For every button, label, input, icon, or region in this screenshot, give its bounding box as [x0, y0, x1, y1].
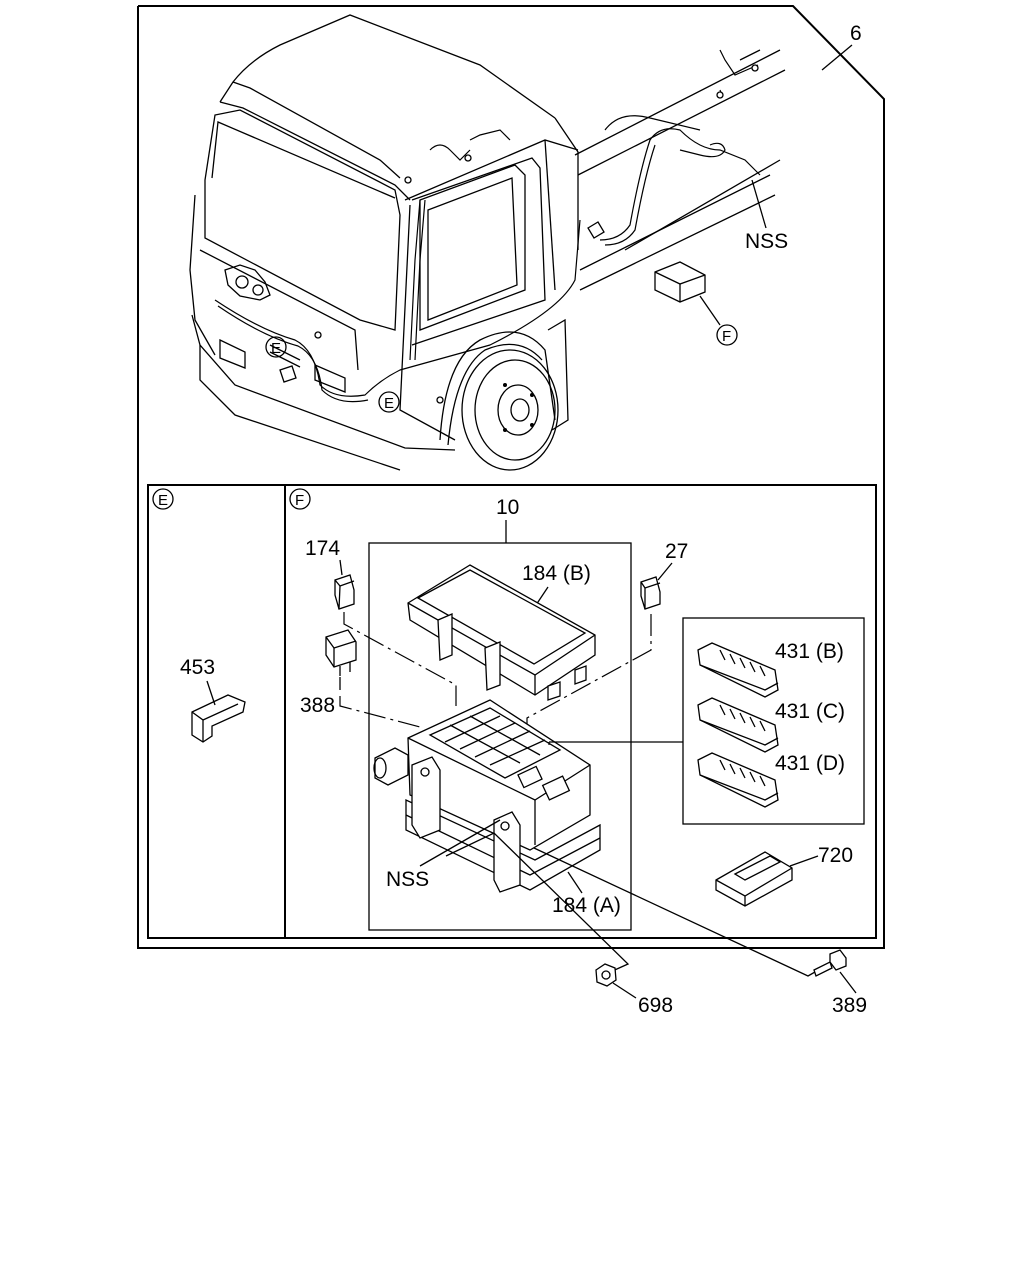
callout-431b-label: 431 (B) — [775, 640, 844, 663]
ref-marker-e-1-label: E — [271, 340, 281, 357]
connector-431c: 431 (C) — [697, 697, 845, 753]
nss-bottom-label: NSS — [386, 868, 429, 891]
outer-frame — [137, 5, 885, 949]
callout-10-label: 10 — [496, 496, 519, 519]
callout-388-label: 388 — [300, 694, 335, 717]
callout-184b-label: 184 (B) — [522, 562, 591, 585]
callout-6-label: 6 — [850, 22, 862, 45]
box-assembly-outline — [368, 542, 632, 931]
callout-184a-label: 184 (A) — [552, 894, 621, 917]
ref-marker-e-2-label: E — [384, 395, 394, 412]
ref-marker-f-label: F — [722, 328, 731, 345]
clip-453: 453 — [180, 656, 246, 743]
callout-720-label: 720 — [818, 844, 853, 867]
view-e-marker: E — [158, 492, 168, 509]
callout-174-label: 174 — [305, 537, 340, 560]
view-f-marker: F — [295, 492, 304, 509]
nss-top-label: NSS — [745, 230, 788, 253]
fuse-27: 27 — [640, 540, 688, 610]
callout-27-label: 27 — [665, 540, 688, 563]
callout-431c-label: 431 (C) — [775, 700, 845, 723]
view-e: E 453 — [152, 488, 246, 743]
ref-marker-e-2: E — [378, 391, 400, 413]
callout-389-label: 389 — [832, 994, 867, 1017]
fusebox-on-frame — [654, 261, 706, 303]
callout-453-label: 453 — [180, 656, 215, 679]
view-f: F 10 174 388 184 (B) — [289, 488, 865, 977]
bracket-720: 720 — [715, 844, 853, 907]
ref-marker-e-1: E — [265, 336, 287, 358]
detail-frames — [147, 484, 877, 939]
callout-431d-label: 431 (D) — [775, 752, 845, 775]
cover-184b: 184 (B) — [407, 562, 596, 701]
connector-431b: 431 (B) — [697, 640, 844, 698]
truck-illustration: NSS F E E — [189, 14, 788, 471]
connector-panel — [548, 617, 865, 825]
fuse-box-body — [373, 699, 601, 893]
nut-698: 698 — [595, 963, 673, 1017]
relay-388: 388 — [300, 629, 357, 717]
callout-698-label: 698 — [638, 994, 673, 1017]
bolt-389: 389 — [813, 949, 867, 1017]
callout-6: 6 — [821, 22, 862, 71]
connector-431d: 431 (D) — [697, 752, 845, 808]
fuse-174: 174 — [305, 537, 355, 610]
ref-marker-f: F — [699, 295, 738, 346]
